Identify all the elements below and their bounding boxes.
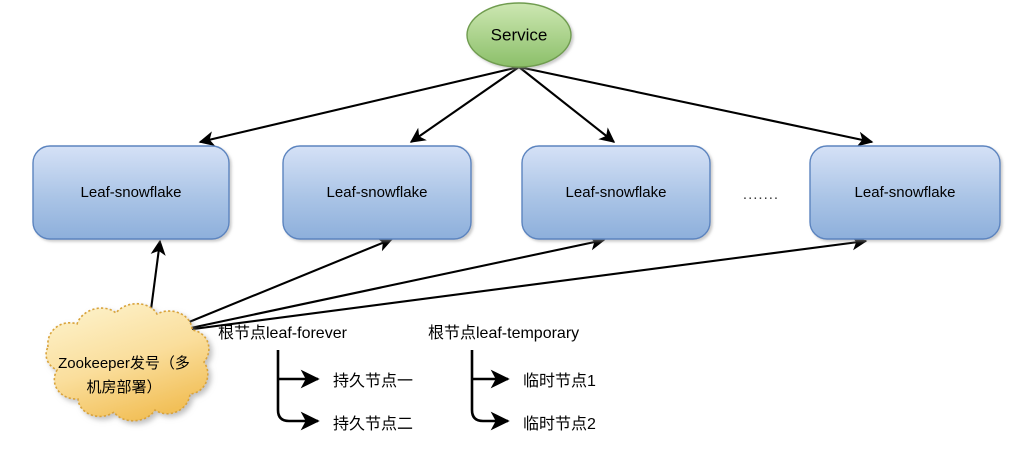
edge-service-to-leaf-1 [198,65,520,147]
tree-leaf-forever-child-1-label: 持久节点一 [333,372,413,390]
tree-leaf-temporary-child-1-label: 临时节点1 [523,372,596,390]
leaf-1-label: Leaf-snowflake [81,184,182,201]
leaf-2-label: Leaf-snowflake [327,184,428,201]
leaf-4-box[interactable] [809,145,1001,240]
node-service[interactable]: Service [466,2,572,68]
tree-leaf-temporary-child-2-label: 临时节点2 [523,415,596,433]
service-ellipse[interactable] [466,2,572,68]
edge-leaf-3-to-zookeeper [151,235,606,341]
edge-group-service-to-leaves [198,65,874,147]
tree-leaf-forever-root-label: 根节点leaf-forever [218,324,348,342]
node-leaf-2[interactable]: Leaf-snowflake [282,145,472,240]
leaf-3-label: Leaf-snowflake [566,184,667,201]
zookeeper-label-line-1: Zookeeper发号（多 [58,355,190,372]
node-leaf-1[interactable]: Leaf-snowflake [32,145,230,240]
leaf-3-box[interactable] [521,145,711,240]
tree-leaf-temporary: 根节点leaf-temporary 临时节点1 临时节点2 [428,324,596,433]
edge-service-to-leaf-2 [409,66,520,143]
tree-leaf-temporary-stem [470,350,510,431]
tree-leaf-forever: 根节点leaf-forever 持久节点一 持久节点二 [218,324,413,433]
node-zookeeper[interactable]: Zookeeper发号（多 机房部署） [45,302,210,422]
edge-service-to-leaf-3 [518,66,616,143]
service-label: Service [491,25,548,44]
zookeeper-label-line-2: 机房部署） [86,379,161,396]
leaf-4-label: Leaf-snowflake [855,184,956,201]
edge-leaf-4-to-zookeeper [153,235,868,340]
node-leaf-4[interactable]: Leaf-snowflake [809,145,1001,240]
zookeeper-cloud-shape[interactable] [45,302,210,422]
tree-leaf-forever-stem [276,350,320,431]
ellipsis-separator: ....... [743,186,779,203]
tree-leaf-forever-child-2-label: 持久节点二 [333,415,413,433]
edge-service-to-leaf-4 [518,65,874,147]
tree-leaf-temporary-root-label: 根节点leaf-temporary [428,324,579,342]
node-leaf-3[interactable]: Leaf-snowflake [521,145,711,240]
leaf-1-box[interactable] [32,145,230,240]
leaf-2-box[interactable] [282,145,472,240]
